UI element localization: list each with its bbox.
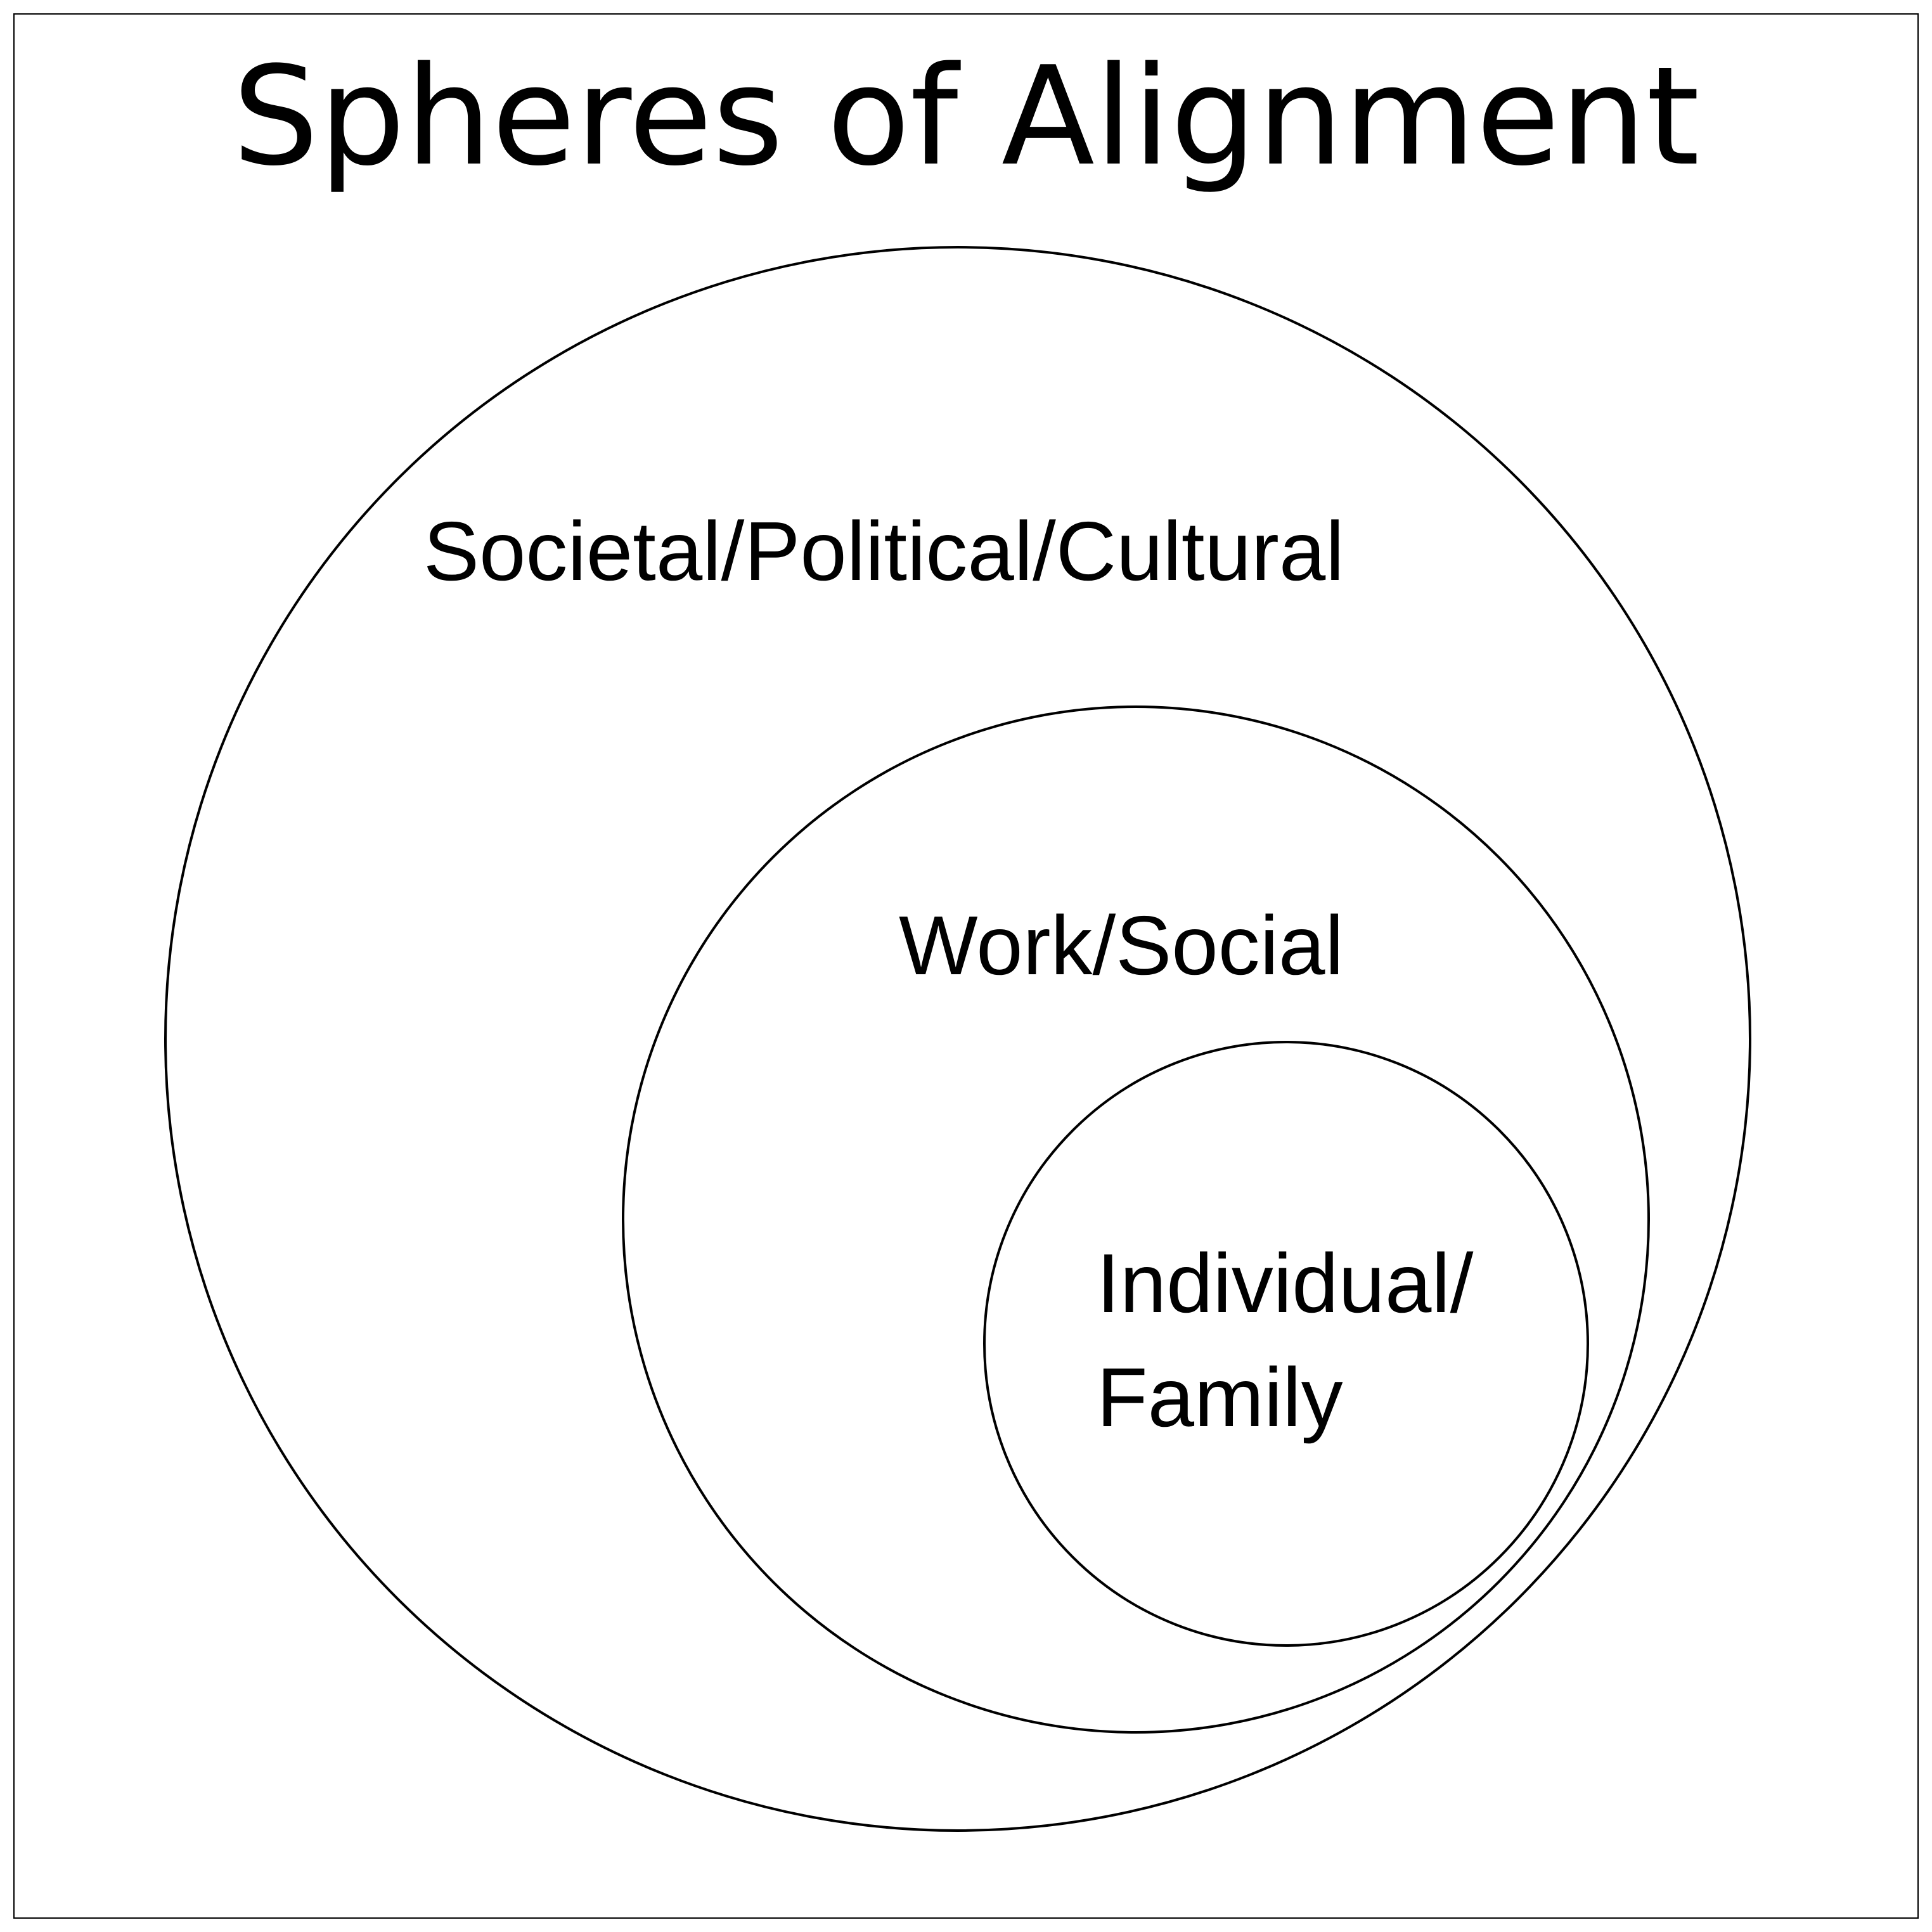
diagram-title: Spheres of Alignment: [233, 37, 1700, 196]
middle-sphere-label: Work/Social: [899, 899, 1344, 992]
inner-sphere-label-line-1: Individual/: [1097, 1237, 1474, 1330]
inner-sphere-label-line-2: Family: [1097, 1351, 1343, 1444]
outer-sphere-societal: [164, 246, 1751, 1832]
middle-sphere-work-social: [622, 705, 1650, 1734]
outer-sphere-label: Societal/Political/Cultural: [423, 505, 1344, 598]
inner-sphere-individual-family: [983, 1041, 1589, 1647]
diagram-border: [13, 13, 1919, 1919]
